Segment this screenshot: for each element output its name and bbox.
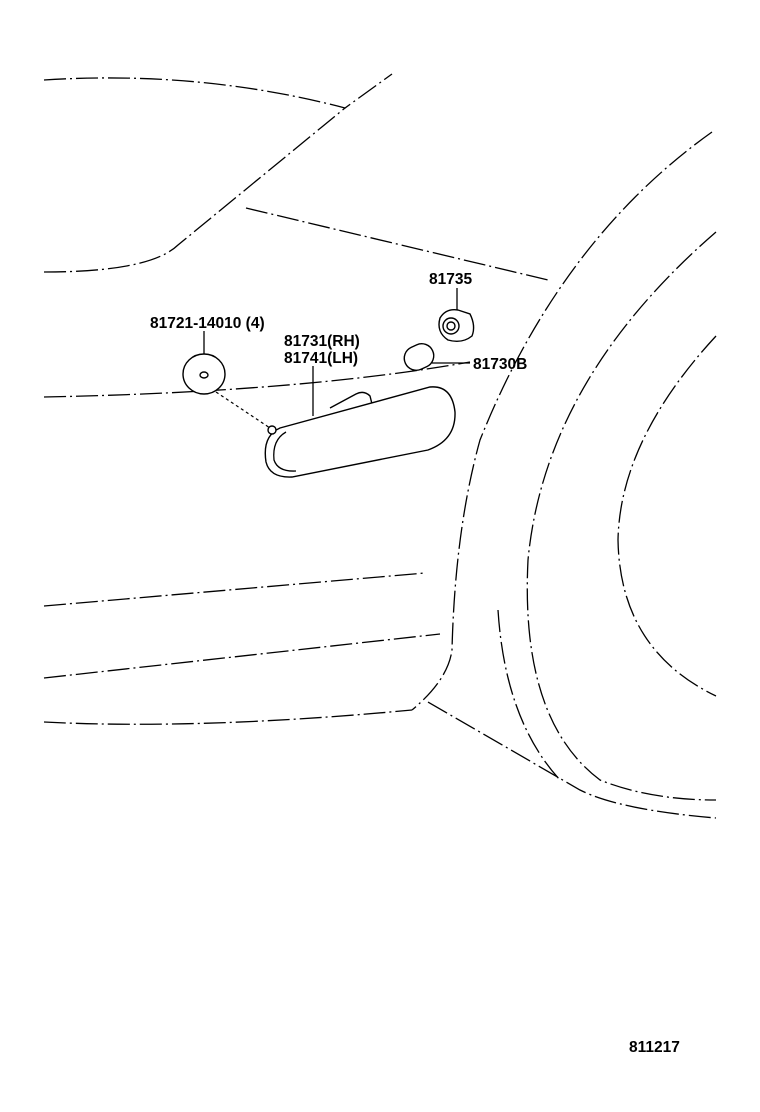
callout-lamp-lh: 81741(LH) — [284, 350, 358, 367]
bulb-part — [403, 343, 435, 371]
lower-line-3 — [43, 709, 413, 725]
upper-panel-line — [43, 73, 393, 109]
lamp-rear-tab — [329, 391, 373, 409]
lamp-lens — [264, 386, 456, 478]
body-outline — [43, 73, 717, 819]
lower-line-1 — [43, 572, 426, 607]
fender-arch-edge — [411, 131, 713, 711]
socket-core — [446, 321, 456, 331]
diagram-id: 811217 — [629, 1039, 680, 1056]
tire-arc — [497, 609, 561, 781]
lower-line-2 — [43, 633, 441, 679]
upper-panel-curve — [43, 107, 346, 273]
lamp-pin — [267, 425, 277, 435]
wheel-arch-inner — [617, 335, 717, 697]
callout-labels: 81735 81730B 81721-14010 (4) 81731(RH) 8… — [150, 271, 680, 1056]
side-marker-lamp — [264, 386, 456, 478]
leader-lines — [203, 288, 470, 416]
nut-part — [182, 353, 271, 429]
nut-install-path — [215, 391, 271, 429]
bulb-glass — [403, 343, 435, 371]
callout-nut: 81721-14010 (4) — [150, 315, 265, 332]
bumper-corner — [427, 701, 717, 819]
lamp-lens-inner — [273, 431, 297, 472]
nut-hole — [199, 371, 209, 379]
wheel-arch-outer — [526, 231, 717, 801]
callout-bulb-holder: 81735 — [429, 271, 472, 288]
shoulder-line — [245, 207, 549, 281]
socket-part — [438, 308, 475, 343]
callout-lamp-rh: 81731(RH) — [284, 333, 360, 350]
mid-body-line — [43, 361, 471, 398]
callout-bulb: 81730B — [473, 356, 527, 373]
